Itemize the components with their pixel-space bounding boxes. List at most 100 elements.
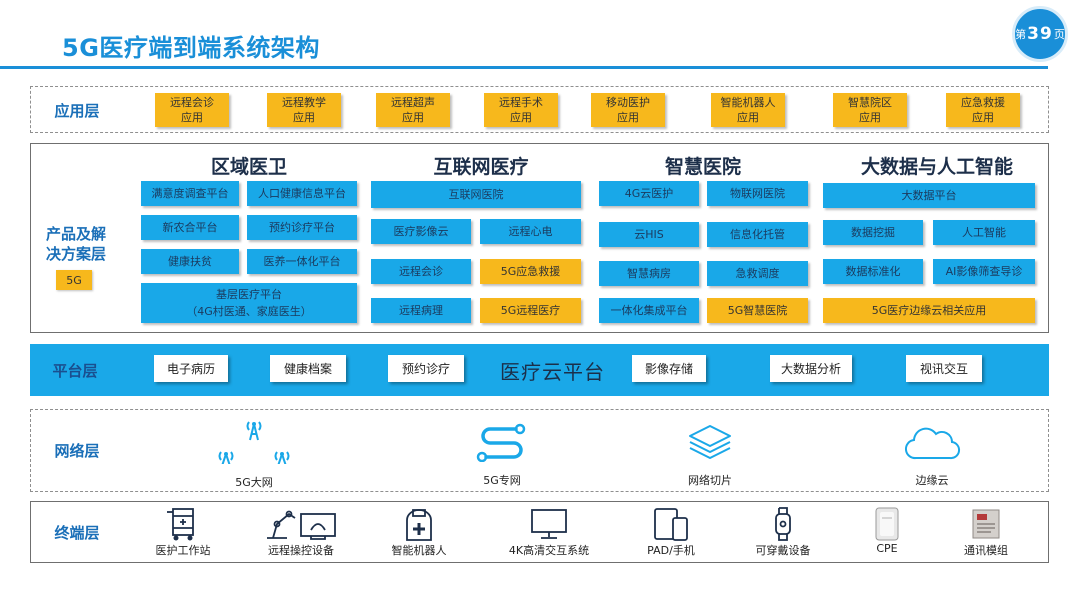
regional-item: 人口健康信息平台 bbox=[247, 181, 357, 206]
bigdata-item: 大数据平台 bbox=[823, 183, 1035, 208]
bigdata-item: 5G医疗边缘云相关应用 bbox=[823, 298, 1035, 323]
cloud-icon bbox=[887, 424, 977, 462]
terminal-item-smart-robot: 智能机器人 bbox=[377, 506, 461, 558]
app-item-remote-teaching: 远程教学 应用 bbox=[267, 93, 341, 127]
terminal-item-cpe: CPE bbox=[857, 506, 917, 555]
app-item-emergency-rescue: 应急救援 应用 bbox=[946, 93, 1020, 127]
network-item-label: 5G专网 bbox=[483, 474, 521, 487]
layers-icon bbox=[665, 422, 755, 462]
terminal-item-pad-phone: PAD/手机 bbox=[631, 506, 711, 558]
cpe-device-icon bbox=[857, 506, 917, 542]
hospital-item: 4G云医护 bbox=[599, 181, 699, 206]
antenna-icon bbox=[209, 416, 299, 464]
internet-item: 5G应急救援 bbox=[480, 259, 581, 284]
app-item-mobile-care: 移动医护 应用 bbox=[591, 93, 665, 127]
terminal-item-label: 可穿戴设备 bbox=[755, 544, 811, 557]
terminal-item-comm-module: 通讯模组 bbox=[951, 506, 1021, 558]
product-layer: 产品及解 决方案层 5G 区域医卫 互联网医疗 智慧医院 大数据与人工智能 满意… bbox=[30, 143, 1049, 333]
wearable-icon bbox=[743, 506, 823, 542]
application-layer: 应用层 远程会诊 应用 远程教学 应用 远程超声 应用 远程手术 应用 移动医护… bbox=[30, 86, 1049, 133]
platform-item-health-record: 健康档案 bbox=[270, 355, 346, 382]
regional-item: 基层医疗平台 （4G村医通、家庭医生） bbox=[141, 283, 357, 323]
terminal-item-remote-control: 远程操控设备 bbox=[251, 506, 351, 558]
hospital-item: 5G智慧医院 bbox=[707, 298, 808, 323]
terminal-item-label: 智能机器人 bbox=[391, 544, 447, 557]
platform-layer: 平台层 电子病历 健康档案 预约诊疗 医疗云平台 影像存储 大数据分析 视讯交互 bbox=[30, 344, 1049, 396]
bigdata-item: 数据标准化 bbox=[823, 259, 923, 284]
regional-item: 健康扶贫 bbox=[141, 249, 239, 274]
page-title: 5G医疗端到端系统架构 bbox=[62, 34, 320, 62]
hospital-item: 信息化托管 bbox=[707, 222, 808, 247]
network-item-5g-private: 5G专网 bbox=[457, 422, 547, 488]
category-internet-medical: 互联网医疗 bbox=[433, 156, 529, 178]
page-number: 39 bbox=[1027, 24, 1053, 44]
network-item-slicing: 网络切片 bbox=[665, 422, 755, 488]
regional-item: 满意度调查平台 bbox=[141, 181, 239, 206]
network-layer-label: 网络层 bbox=[54, 442, 100, 460]
platform-item-emr: 电子病历 bbox=[154, 355, 228, 382]
internet-item: 互联网医院 bbox=[371, 181, 581, 208]
terminal-layer: 终端层 医护工作站 bbox=[30, 501, 1049, 563]
comm-module-icon bbox=[951, 506, 1021, 542]
page-prefix: 第 bbox=[1015, 28, 1027, 41]
app-item-remote-ultrasound: 远程超声 应用 bbox=[376, 93, 450, 127]
internet-item: 远程心电 bbox=[480, 219, 581, 244]
regional-item: 医养一体化平台 bbox=[247, 249, 357, 274]
app-item-smart-robot: 智能机器人 应用 bbox=[711, 93, 785, 127]
network-item-label: 边缘云 bbox=[915, 474, 949, 487]
internet-item: 远程会诊 bbox=[371, 259, 471, 284]
hospital-item: 急救调度 bbox=[707, 261, 808, 286]
network-item-label: 网络切片 bbox=[688, 474, 732, 487]
terminal-layer-label: 终端层 bbox=[54, 524, 100, 542]
regional-item: 预约诊疗平台 bbox=[247, 215, 357, 240]
platform-item-video-interaction: 视讯交互 bbox=[906, 355, 982, 382]
bigdata-item: AI影像筛查导诊 bbox=[933, 259, 1035, 284]
platform-item-appointment: 预约诊疗 bbox=[388, 355, 464, 382]
terminal-item-label: 医护工作站 bbox=[155, 544, 211, 557]
hospital-item: 物联网医院 bbox=[707, 181, 808, 206]
monitor-icon bbox=[489, 506, 609, 542]
terminal-item-label: CPE bbox=[876, 542, 898, 555]
regional-item: 新农合平台 bbox=[141, 215, 239, 240]
platform-item-bigdata-analysis: 大数据分析 bbox=[770, 355, 852, 382]
platform-item-image-storage: 影像存储 bbox=[632, 355, 706, 382]
terminal-item-label: 4K高清交互系统 bbox=[508, 544, 590, 557]
terminal-item-workstation: 医护工作站 bbox=[143, 506, 223, 558]
page-suffix: 页 bbox=[1053, 28, 1065, 41]
network-item-edge-cloud: 边缘云 bbox=[887, 424, 977, 488]
category-smart-hospital: 智慧医院 bbox=[664, 156, 741, 178]
platform-layer-label: 平台层 bbox=[52, 362, 98, 380]
bigdata-item: 数据挖掘 bbox=[823, 220, 923, 245]
app-item-remote-consultation: 远程会诊 应用 bbox=[155, 93, 229, 127]
title-underline bbox=[0, 66, 1048, 69]
internet-item: 医疗影像云 bbox=[371, 219, 471, 244]
robot-arm-icon bbox=[251, 506, 351, 542]
network-item-5g-public: 5G大网 bbox=[209, 416, 299, 490]
platform-center-title: 医疗云平台 bbox=[500, 360, 605, 384]
network-item-label: 5G大网 bbox=[235, 476, 273, 489]
terminal-item-4k-system: 4K高清交互系统 bbox=[489, 506, 609, 558]
application-layer-label: 应用层 bbox=[54, 102, 100, 120]
terminal-item-label: 远程操控设备 bbox=[268, 544, 334, 557]
terminal-item-label: PAD/手机 bbox=[647, 544, 695, 557]
hospital-item: 智慧病房 bbox=[599, 261, 699, 286]
5g-tag: 5G bbox=[56, 270, 92, 290]
category-regional-health: 区域医卫 bbox=[210, 156, 287, 178]
page-number-badge: 第 39 页 bbox=[1012, 6, 1068, 62]
product-layer-label: 产品及解 决方案层 bbox=[45, 225, 106, 263]
bigdata-item: 人工智能 bbox=[933, 220, 1035, 245]
app-item-remote-surgery: 远程手术 应用 bbox=[484, 93, 558, 127]
medical-robot-icon bbox=[377, 506, 461, 542]
app-item-smart-campus: 智慧院区 应用 bbox=[833, 93, 907, 127]
private-network-icon bbox=[457, 422, 547, 462]
internet-item: 5G远程医疗 bbox=[480, 298, 581, 323]
tablet-phone-icon bbox=[631, 506, 711, 542]
category-bigdata-ai: 大数据与人工智能 bbox=[860, 156, 1013, 178]
terminal-item-wearable: 可穿戴设备 bbox=[743, 506, 823, 558]
internet-item: 远程病理 bbox=[371, 298, 471, 323]
hospital-item: 云HIS bbox=[599, 222, 699, 247]
medical-cart-icon bbox=[143, 506, 223, 542]
terminal-item-label: 通讯模组 bbox=[964, 544, 1008, 557]
network-layer: 网络层 5G大网 bbox=[30, 409, 1049, 492]
hospital-item: 一体化集成平台 bbox=[599, 298, 699, 323]
